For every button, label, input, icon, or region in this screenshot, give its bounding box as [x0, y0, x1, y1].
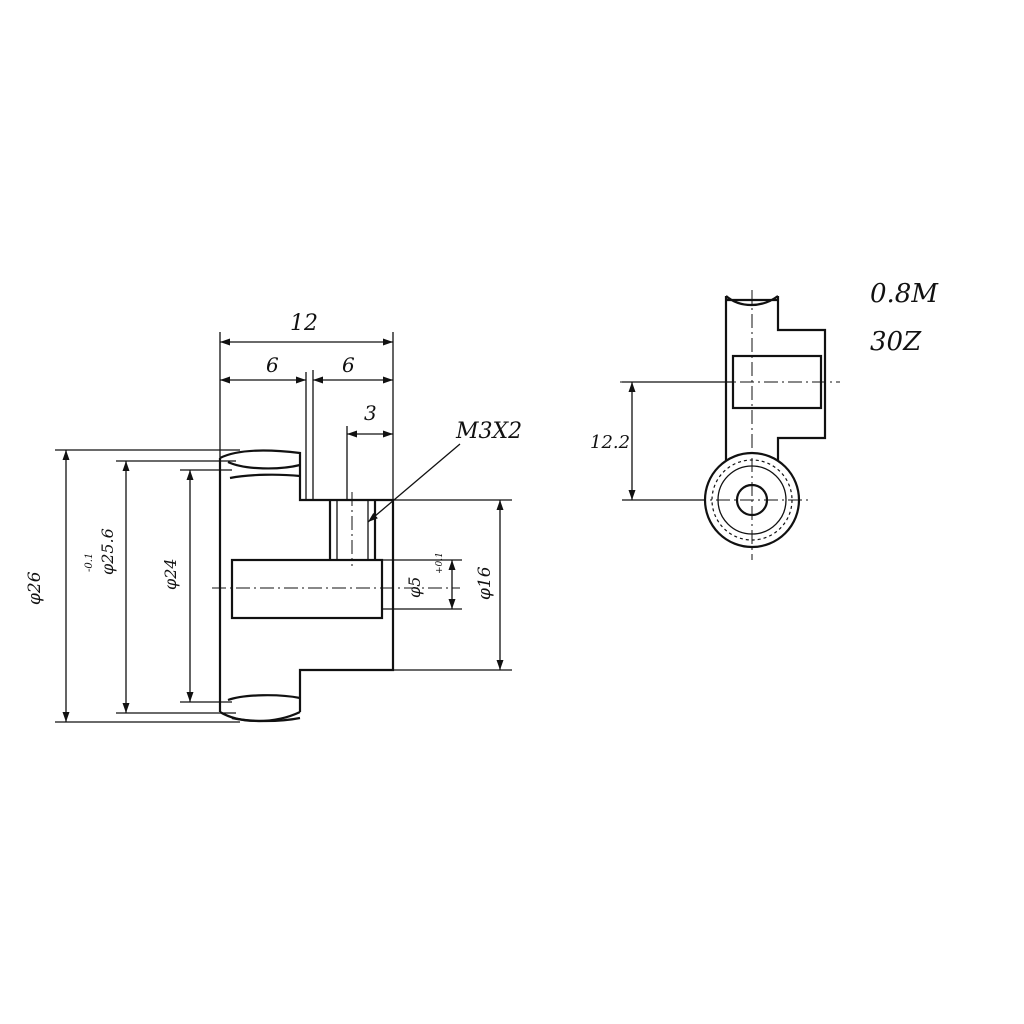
set-screw-hole [328, 500, 377, 560]
dim-bore-dia: φ5 +0.1 [382, 552, 462, 610]
set-screw-thread [336, 500, 369, 560]
tooth-arc-bottom [227, 694, 301, 723]
dim-center-height-text: 12.2 [590, 432, 630, 453]
dim-hub-dia-text: φ16 [475, 566, 495, 600]
dim-hub-dia: φ16 [393, 499, 512, 671]
dim-pitch-dia-text: φ25.6 [98, 528, 117, 575]
gear-section-view [212, 449, 460, 723]
bore-hole [230, 558, 384, 620]
gear-teeth-text: 30Z [870, 327, 922, 357]
gear-end-view [620, 290, 840, 560]
dim-screw-offset: 3 [346, 401, 393, 500]
dim-total-length-text: 12 [290, 311, 318, 336]
dim-screw-offset-text: 3 [364, 401, 377, 425]
end-view-hub-outline [724, 296, 827, 460]
dim-outer-dia: φ26 -0.1 [25, 449, 240, 723]
screw-spec-text: M3X2 [455, 419, 522, 444]
dim-root-dia-text: φ24 [161, 558, 180, 590]
dim-outer-dia-tol: -0.1 [84, 553, 95, 572]
dim-outer-dia-text: φ26 [25, 571, 45, 605]
dim-total-length: 12 [219, 311, 394, 500]
dim-bore-tol: +0.1 [435, 552, 445, 574]
dim-hub-length-text: 6 [266, 353, 279, 377]
tooth-arc-top [227, 460, 301, 480]
dim-pitch-dia: φ25.6 [98, 460, 236, 714]
dim-gear-width: 6 [313, 353, 393, 384]
screw-spec-leader: M3X2 [367, 419, 522, 523]
dim-bore-dia-text: φ5 [405, 577, 424, 598]
dim-hub-length: 6 [220, 353, 314, 500]
dim-center-height: 12.2 [590, 381, 733, 501]
dim-root-dia: φ24 [161, 469, 232, 703]
gear-module-text: 0.8M [870, 279, 939, 309]
dim-gear-width-text: 6 [342, 353, 355, 377]
